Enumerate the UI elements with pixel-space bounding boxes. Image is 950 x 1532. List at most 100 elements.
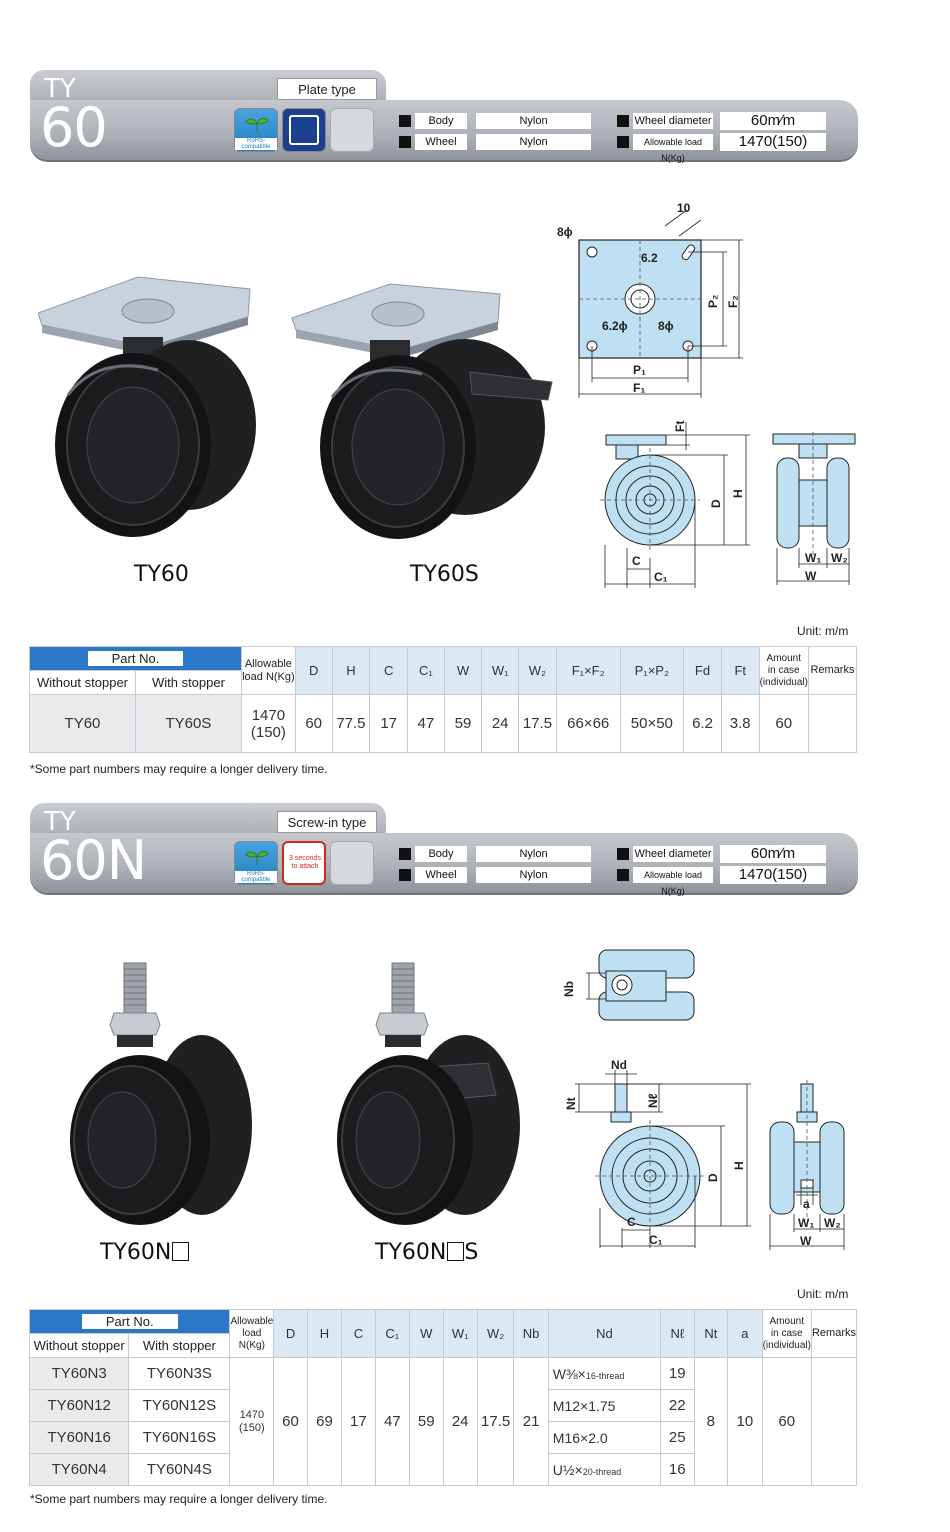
- load-value: 1470(150): [720, 133, 826, 151]
- amount-line3: (individual): [762, 1339, 811, 1351]
- nd-main: M16×2.0: [552, 1429, 608, 1446]
- amount-line2: in case: [770, 1327, 803, 1339]
- val-ft: 3.8: [720, 694, 760, 753]
- val-nl: 22: [660, 1389, 695, 1422]
- nd-main: U½×: [552, 1461, 583, 1478]
- header-band: [30, 833, 858, 893]
- load-n: 1470: [239, 1408, 265, 1421]
- val-c: 17: [369, 694, 409, 753]
- dim-c: C: [632, 554, 641, 568]
- section-ty60: TY 60 Plate type RoHS-compatible Body Ny…: [29, 70, 858, 776]
- val-f1xf2: 66×66: [555, 694, 621, 753]
- remarks-header: Remarks: [807, 646, 858, 695]
- col-w: W: [408, 1309, 444, 1358]
- col-nb: Nb: [513, 1309, 549, 1358]
- rohs-badge: RoHS-compatible: [234, 841, 278, 885]
- nd-sub: 16-thread: [585, 1370, 625, 1381]
- caption-ty60ns-post: S: [464, 1240, 479, 1265]
- amount-line2: in case: [767, 664, 800, 676]
- val-h: 77.5: [331, 694, 371, 753]
- product-photo-ty60n: [70, 962, 252, 1225]
- box-placeholder-icon: [447, 1242, 465, 1261]
- col-fd: Fd: [683, 646, 722, 695]
- diagram-screw-side-view: Nd Nt Nℓ D H C C₁: [565, 1058, 751, 1248]
- table-row: TY60N3 TY60N3S 1470(150) 60 69 17 47 59 …: [28, 1357, 858, 1486]
- diagram-side-view: Ft D H C C₁: [600, 421, 750, 588]
- val-d: 60: [294, 694, 333, 753]
- bullet-icon: [617, 136, 629, 148]
- rohs-label: RoHS-compatible: [235, 871, 277, 883]
- dim-w2: W₂: [824, 1216, 841, 1230]
- caption-ty60n: TY60N: [100, 1240, 190, 1265]
- val-remarks: [807, 694, 858, 753]
- load-cell: 1470(150): [229, 1357, 275, 1486]
- val-nt: 8: [693, 1357, 729, 1486]
- load-kg: (150): [239, 1421, 265, 1434]
- part-with: TY60N16S: [128, 1421, 231, 1454]
- plate-type-badge: [282, 108, 326, 152]
- col-nd: Nd: [547, 1309, 662, 1358]
- diameter-value: 60m∕m: [720, 112, 826, 130]
- col-w1: W₁: [481, 646, 520, 695]
- col-c1: C₁: [374, 1309, 410, 1358]
- val-nb: 21: [513, 1357, 549, 1486]
- diagram-bottom-view: Nb: [562, 949, 695, 1021]
- dim-f2: F₂: [726, 295, 740, 308]
- col-c1: C₁: [407, 646, 445, 695]
- val-d: 60: [273, 1357, 308, 1486]
- val-w: 59: [443, 694, 483, 753]
- val-w2: 17.5: [518, 694, 557, 753]
- dim-nt: Nt: [565, 1097, 578, 1110]
- val-h: 69: [306, 1357, 343, 1486]
- val-remarks: [810, 1357, 858, 1486]
- bullet-icon: [617, 869, 629, 881]
- dim-nl: Nℓ: [646, 1093, 660, 1108]
- with-stopper-header: With stopper: [128, 1333, 231, 1358]
- wheel-label: Wheel: [415, 134, 467, 150]
- load-label: Allowable load N(Kg): [633, 867, 713, 896]
- table-row: TY60N12 TY60N12S M12×1.75 22: [28, 1389, 857, 1422]
- load-cell: 1470(150): [240, 694, 296, 753]
- body-label: Body: [415, 113, 467, 129]
- delivery-note: *Some part numbers may require a longer …: [30, 1492, 328, 1506]
- product-photo-ty60: [38, 276, 256, 537]
- unit-label: Unit: m/m: [797, 624, 849, 638]
- part-with: TY60N12S: [128, 1389, 231, 1422]
- dim-c: C: [627, 1215, 636, 1229]
- without-stopper-header: Without stopper: [28, 1333, 130, 1358]
- bullet-icon: [399, 869, 411, 881]
- val-c1: 47: [374, 1357, 410, 1486]
- dim-6-2: 6.2: [641, 251, 658, 265]
- val-c1: 47: [407, 694, 445, 753]
- dim-6-2phi: 6.2ϕ: [602, 319, 628, 333]
- part-without: TY60N12: [28, 1389, 130, 1422]
- caption-ty60ns-pre: TY60N: [375, 1240, 447, 1265]
- dim-d: D: [709, 499, 723, 508]
- leaf-icon: [245, 850, 269, 865]
- bullet-icon: [617, 115, 629, 127]
- col-nt: Nt: [693, 1309, 729, 1358]
- body-value: Nylon: [476, 113, 591, 129]
- type-label: Plate type: [277, 78, 377, 100]
- col-w1: W₁: [442, 1309, 478, 1358]
- bullet-icon: [399, 115, 411, 127]
- dim-nb: Nb: [562, 981, 576, 997]
- amount-line3: (individual): [759, 676, 808, 688]
- part-no-label: Part No.: [87, 651, 184, 666]
- caption-ty60s: TY60S: [410, 562, 479, 587]
- diagram-front-view: W₁ W₂ W: [772, 432, 856, 585]
- nd-main: W⅜×: [552, 1365, 586, 1382]
- part-with: TY60S: [134, 694, 242, 753]
- col-d: D: [294, 646, 333, 695]
- diameter-value: 60m∕m: [720, 845, 826, 863]
- dim-10: 10: [677, 201, 691, 215]
- col-a: a: [727, 1309, 763, 1358]
- load-n: 1470: [251, 706, 286, 724]
- col-d: D: [273, 1309, 308, 1358]
- wheel-value: Nylon: [476, 134, 591, 150]
- nd-main: M12×1.75: [552, 1397, 616, 1414]
- model-number: 60: [40, 96, 108, 159]
